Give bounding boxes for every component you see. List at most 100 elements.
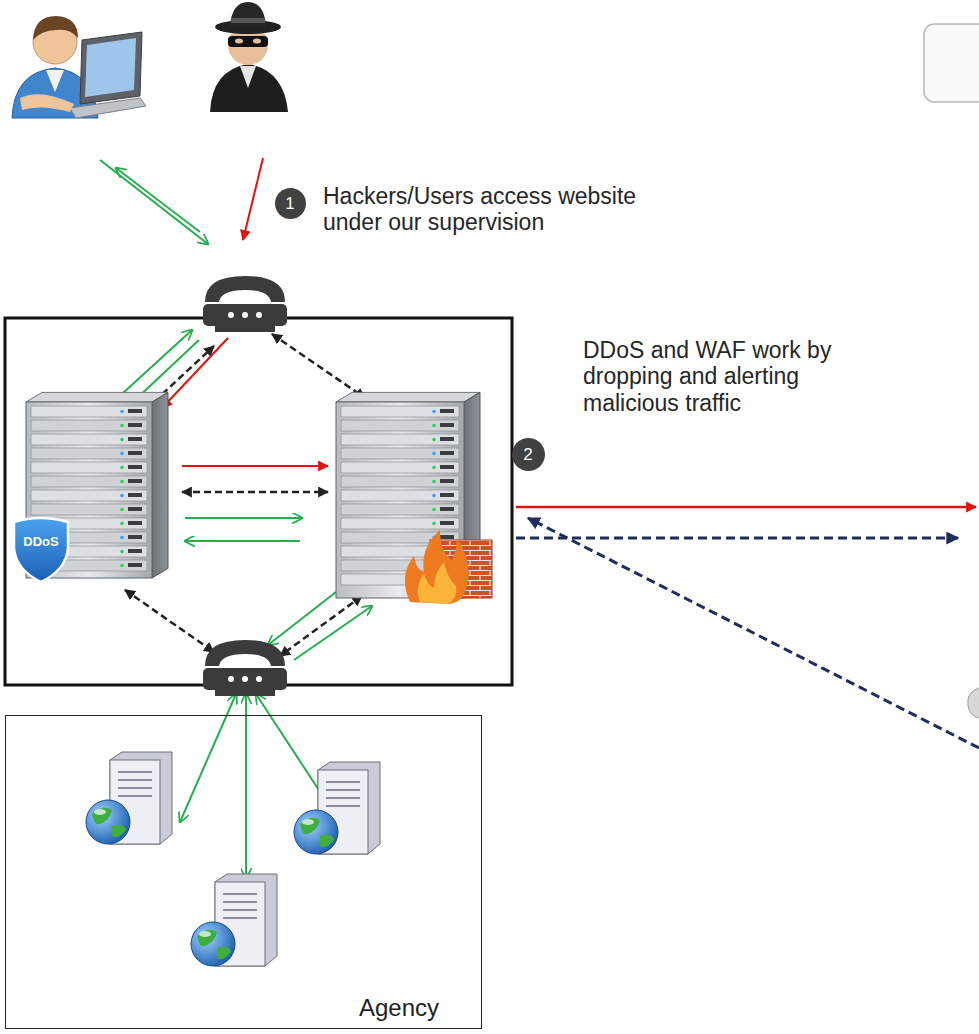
server-racks-part	[440, 521, 454, 525]
step-description: Hackers/Users access website under our s…	[323, 183, 693, 236]
routers-part	[203, 668, 287, 690]
traffic-arrow	[100, 160, 208, 244]
server-racks-part	[120, 536, 124, 540]
web-servers-part	[320, 835, 334, 847]
user-icon-part	[46, 70, 64, 92]
internal-arrows-part	[182, 491, 328, 494]
server-racks-part	[128, 549, 142, 553]
server-racks-part	[432, 410, 436, 414]
internal-arrows-part	[294, 606, 372, 660]
routers-part	[205, 276, 285, 302]
web-servers-part	[326, 789, 360, 791]
web-servers-part	[118, 787, 152, 789]
hacker-icon-part	[230, 2, 266, 26]
web-servers-part	[112, 825, 126, 837]
user-icon-part	[85, 38, 136, 97]
server-racks-part	[341, 448, 459, 459]
server-racks-part	[341, 420, 459, 431]
server-racks-part	[120, 438, 124, 442]
server-racks-part	[128, 479, 142, 483]
web-servers-part	[300, 818, 320, 835]
web-servers-part	[223, 901, 257, 903]
report-arrow	[516, 537, 958, 540]
server-racks-part	[152, 392, 168, 578]
server-racks-part	[432, 466, 436, 470]
agency-arrows-part	[180, 694, 236, 822]
routers-part	[215, 690, 275, 696]
server-racks-part	[341, 490, 459, 501]
web-servers-part	[199, 931, 211, 937]
routers-part	[228, 312, 234, 318]
web-servers-part	[94, 809, 106, 815]
callout-text: 2	[523, 446, 532, 463]
clipped-icon	[968, 688, 979, 718]
server-racks-part	[128, 451, 142, 455]
server-racks-part	[440, 451, 454, 455]
server-racks-part	[120, 522, 124, 526]
web-servers-part	[326, 805, 360, 807]
server-racks-part	[120, 480, 124, 484]
server-racks-part	[120, 494, 124, 498]
server-racks-part	[31, 462, 147, 473]
server-racks-part	[120, 466, 124, 470]
server-racks-part	[120, 410, 124, 414]
server-racks-part	[432, 424, 436, 428]
web-servers-part	[326, 781, 360, 783]
firewall-icon	[405, 530, 492, 604]
server-racks-part	[128, 437, 142, 441]
routers-part	[256, 312, 262, 318]
server-racks-part	[31, 406, 147, 417]
hacker-icon	[210, 2, 288, 112]
callout-number: 1	[275, 188, 306, 219]
web-servers-part	[215, 874, 277, 966]
user-icon-part	[33, 16, 78, 40]
badge-text: DDoS	[23, 535, 58, 550]
hacker-icon-part	[210, 64, 288, 112]
server-racks-part	[31, 420, 147, 431]
internal-arrows	[100, 330, 372, 660]
web-servers-part	[223, 893, 257, 895]
server-racks-part	[31, 448, 147, 459]
web-servers-part	[223, 917, 257, 919]
firewall-icon-part	[418, 562, 457, 604]
server-racks-part	[31, 434, 147, 445]
web-servers-part	[86, 800, 130, 844]
server-racks-part	[440, 493, 454, 497]
internal-arrows-part	[162, 338, 228, 408]
routers-part	[215, 326, 275, 332]
attack-arrow	[243, 158, 263, 240]
agency-arrows-part	[245, 694, 247, 878]
server-racks-part	[120, 564, 124, 568]
hacker-icon-part	[235, 39, 243, 44]
server-racks-part	[341, 406, 459, 417]
server-racks-part	[128, 507, 142, 511]
callout-number: 2	[512, 438, 545, 471]
server-racks-part	[440, 409, 454, 413]
server-racks-part	[120, 508, 124, 512]
web-servers-part	[197, 930, 217, 947]
routers-part	[256, 676, 262, 682]
web-servers-part	[118, 795, 152, 797]
internal-arrows-part	[185, 517, 302, 519]
routers-part	[242, 312, 248, 318]
internal-arrows-part	[182, 465, 328, 467]
server-racks-part	[440, 437, 454, 441]
server-racks-part	[341, 462, 459, 473]
routers	[203, 276, 287, 696]
server-racks-part	[440, 465, 454, 469]
ddos-shield	[14, 518, 68, 582]
web-servers-part	[326, 797, 360, 799]
hacker-icon-part	[228, 36, 268, 47]
server-racks-part	[440, 535, 454, 539]
routers-part	[203, 304, 287, 326]
hacker-icon-part	[231, 18, 265, 23]
server-racks-part	[128, 465, 142, 469]
web-servers-part	[302, 819, 314, 825]
routers-part	[228, 676, 234, 682]
web-servers-part	[223, 909, 257, 911]
internal-arrows-part	[272, 334, 365, 398]
server-racks-part	[341, 476, 459, 487]
server-racks-part	[128, 563, 142, 567]
web-servers-part	[318, 762, 380, 854]
